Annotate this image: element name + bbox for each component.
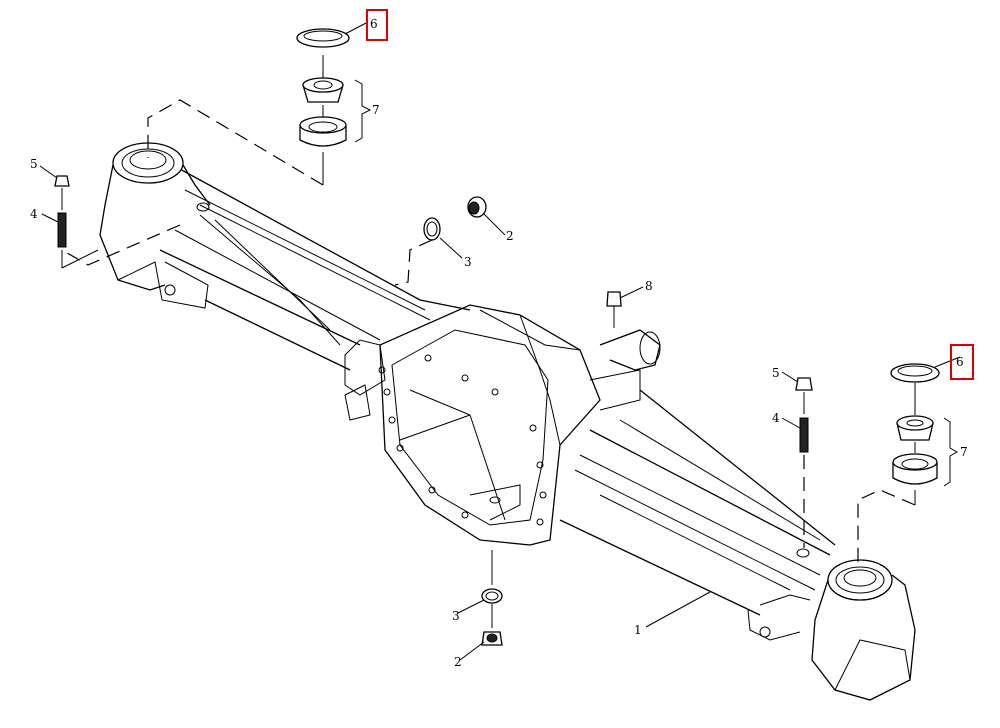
callout-2-top: 2 — [506, 229, 514, 243]
callout-6-top: 6 — [370, 17, 378, 31]
callout-8: 8 — [645, 279, 653, 293]
callout-6-right: 6 — [956, 355, 964, 369]
callout-3-top: 3 — [464, 255, 472, 269]
left-kingpin-stack — [54, 28, 350, 269]
callout-4-left: 4 — [30, 207, 38, 221]
right-kingpin-stack — [795, 363, 940, 570]
leader-lines — [39, 21, 961, 661]
callout-3-bottom: 3 — [452, 609, 460, 623]
highlight-box-right-6 — [950, 344, 974, 380]
callout-5-left: 5 — [30, 157, 38, 171]
callout-2-bottom: 2 — [454, 655, 462, 669]
callout-5-right: 5 — [772, 366, 780, 380]
callout-1: 1 — [634, 623, 642, 637]
callout-4-right: 4 — [772, 411, 780, 425]
callout-labels: 6 6 7 7 5 4 5 4 3 2 8 3 2 1 — [30, 17, 968, 669]
axle-housing — [99, 142, 916, 701]
highlight-box-top-6 — [366, 9, 388, 41]
callout-highlights — [366, 9, 974, 380]
callout-7-top: 7 — [372, 103, 380, 117]
callout-7-right: 7 — [960, 445, 968, 459]
plugs-and-washers — [394, 196, 622, 646]
